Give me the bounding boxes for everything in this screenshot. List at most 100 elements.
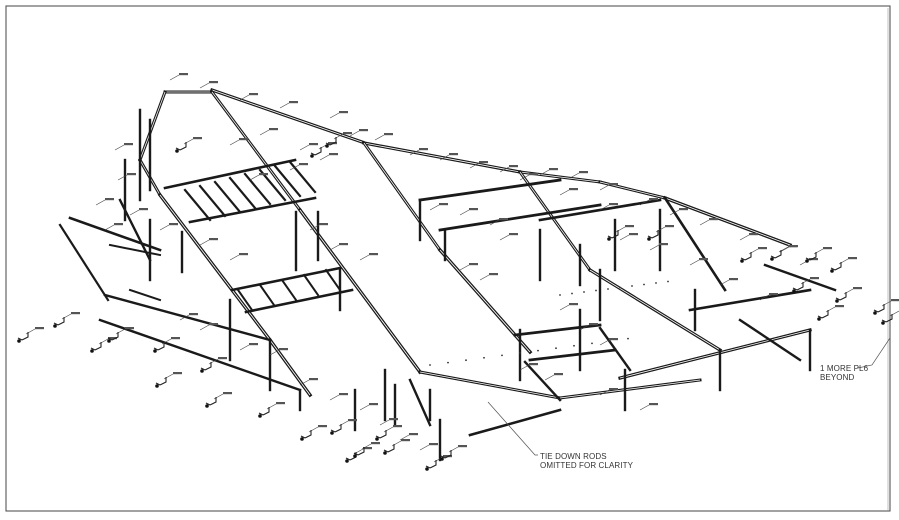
member-flange-line [419,371,561,399]
tie-down-note: TIE DOWN RODS OMITTED FOR CLARITY [540,452,633,470]
member-mark-callout [739,233,758,241]
base-plate-symbol [873,304,885,315]
purlin [198,184,227,218]
purlin [273,164,302,198]
purlin [324,268,342,292]
anchor-hole [465,359,467,362]
base-plate-symbol [205,397,217,408]
member-mark-callout [519,173,538,181]
purlin-header [188,196,317,224]
member-mark-callout [615,225,634,233]
header-beam [688,288,812,312]
member-mark-callout [379,418,398,426]
anchor-hole [667,280,669,283]
member-mark-callout [374,133,393,141]
member-mark-callout [359,403,378,411]
member-mark-callout [299,378,318,386]
member-mark-callout [429,203,448,211]
member-flange-line [363,142,441,251]
brace [108,243,162,257]
member-mark-callout [129,208,148,216]
member-flange-line [664,197,791,246]
member-flange-line [269,339,311,396]
member-mark-callout [25,327,44,335]
base-plate-symbol [330,424,342,435]
member-mark-callout [114,143,133,151]
member-mark-callout [719,278,738,286]
member-mark-callout [499,233,518,241]
base-plate-symbol [792,282,804,293]
base-plate-symbol [647,230,659,241]
anchor-hole [583,291,585,293]
member-mark-callout [329,243,348,251]
base-plate-symbol [383,444,395,455]
purlin [288,160,317,194]
base-plate-symbol [440,450,452,461]
member-mark-callout [499,165,518,173]
member-mark-callout [544,373,563,381]
member-mark-callout [569,171,588,179]
anchor-hole [559,294,561,296]
base-plate-symbol [770,250,782,261]
member-mark-callout [579,323,598,331]
member-flange-line [363,142,521,173]
rafter [663,196,727,292]
base-plate-symbol [835,292,847,303]
eave-beam [103,293,272,342]
anchor-hole [627,337,629,340]
anchor-hole [607,288,609,290]
tie-down-note-line1: TIE DOWN RODS [540,452,607,461]
base-plate-symbol [375,430,387,441]
member-mark-callout [599,338,618,346]
member-mark-callout [748,247,767,255]
base-plate-symbol [740,252,752,263]
anchor-hole [519,352,521,354]
anchor-hole [429,364,431,366]
anchor-hole [483,356,485,359]
member-mark-callout [183,137,202,145]
member-mark-callout [229,138,248,146]
member-mark-callout [199,238,218,246]
member-mark-callout [439,153,458,161]
member-flange-line [619,329,811,379]
anchor-hole [609,340,611,342]
member-mark-callout [655,225,674,233]
anchor-hole [571,292,573,295]
member-mark-callout [329,111,348,119]
base-plate-symbol [90,342,102,353]
member-mark-callout [289,163,308,171]
member-mark-callout [279,101,298,109]
edge-beam [58,223,110,302]
header-beam [598,326,632,372]
member-mark-callout [489,218,508,226]
member-mark-callout [104,223,123,231]
tie-down-note-line2: OMITTED FOR CLARITY [540,461,634,470]
member-mark-callout [309,223,328,231]
member-mark-callout [759,293,778,301]
member-mark-callout [599,388,618,396]
member-callouts [25,73,899,463]
member-mark-callout [825,305,844,313]
header-beam [523,360,562,402]
member-mark-callout [383,425,402,433]
member-mark-callout [479,273,498,281]
member-mark-callout [159,223,178,231]
member-mark-callout [459,263,478,271]
base-plate-symbol [17,332,29,343]
member-mark-callout [169,73,188,81]
header-beam [763,263,837,292]
base-plate-symbol [300,430,312,441]
base-plate-symbol [881,314,893,325]
member-mark-callout [391,439,410,447]
member-flange-line [559,379,701,399]
base-plate-symbol [310,147,322,158]
member-mark-callout [179,313,198,321]
base-plate-symbol [425,460,437,471]
header-beam [738,318,802,362]
purlin [280,278,298,302]
purlin-header [163,158,297,190]
member-mark-callout [163,372,182,380]
anchor-hole [655,282,657,284]
